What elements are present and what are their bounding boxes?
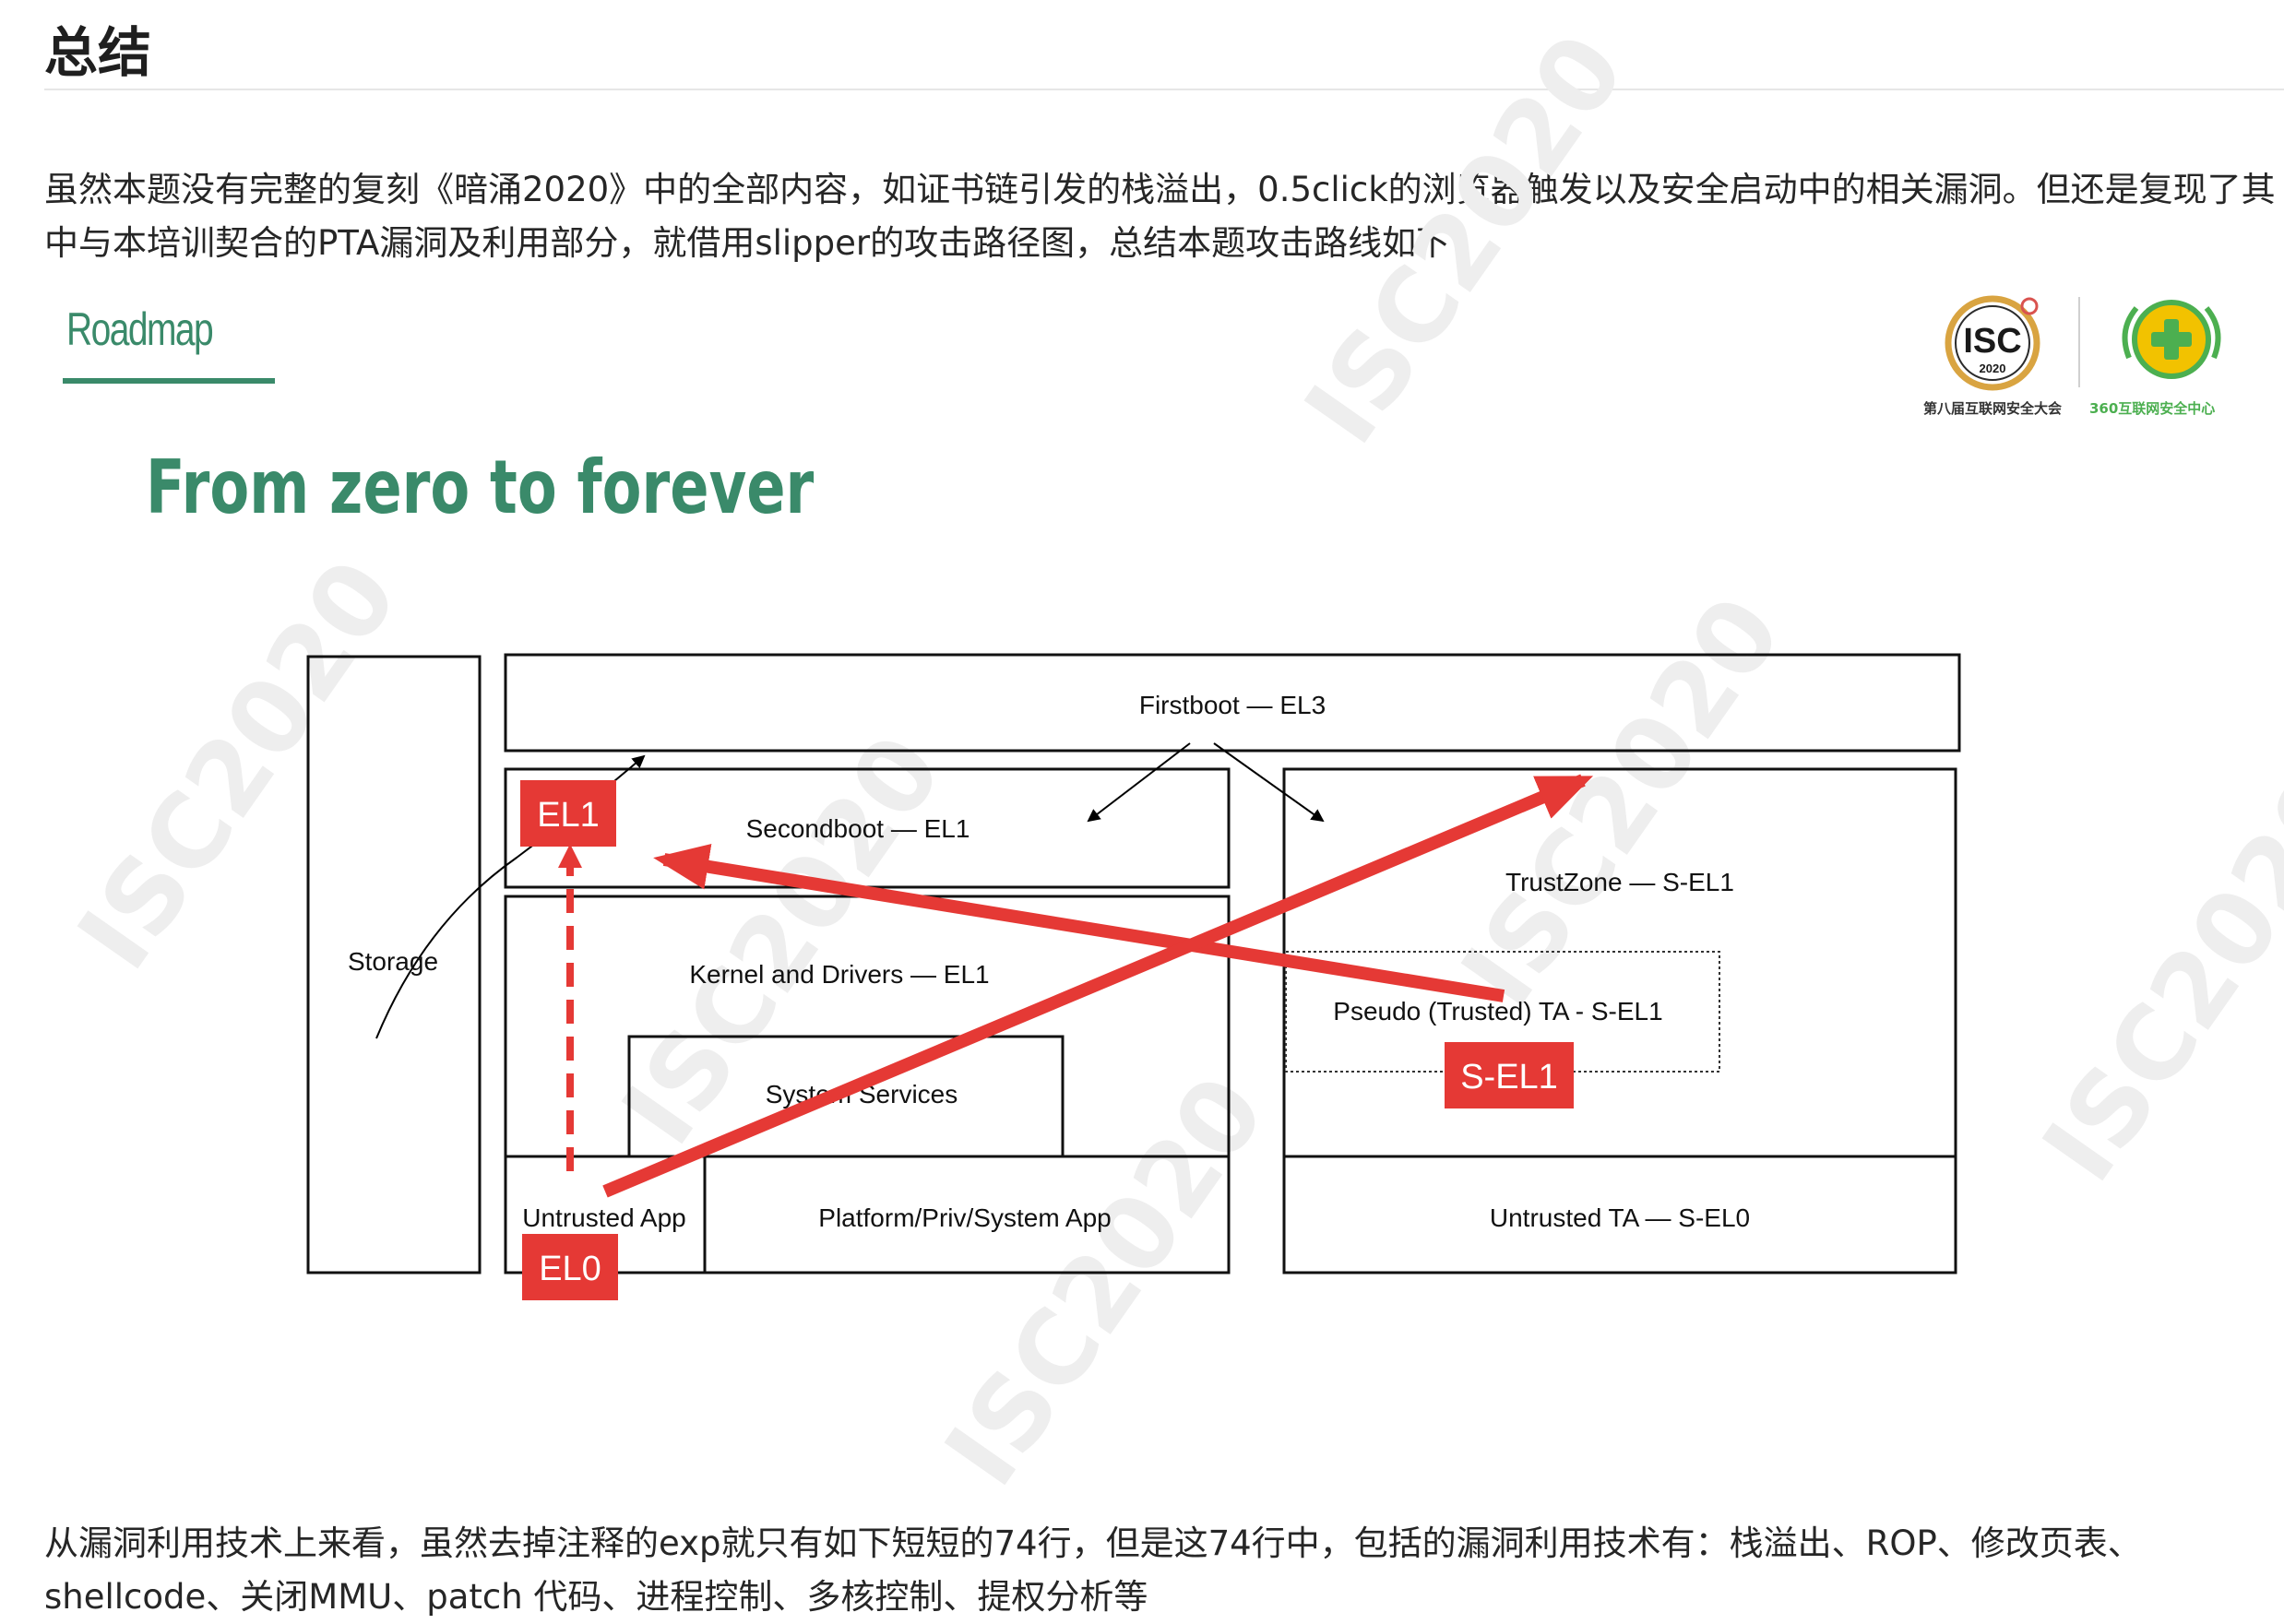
el0-badge-text: EL0 xyxy=(539,1250,601,1288)
360-logo xyxy=(2122,300,2221,379)
trustzone-label: TrustZone — S-EL1 xyxy=(1505,868,1734,896)
firstboot-label: Firstboot — EL3 xyxy=(1139,691,1326,719)
el1-badge xyxy=(520,780,616,847)
el0-badge xyxy=(522,1234,618,1300)
isc-logo: ISC 2020 xyxy=(1945,295,2040,391)
kernel-label: Kernel and Drivers — EL1 xyxy=(689,960,989,989)
storage-box xyxy=(306,655,482,1274)
el0-to-sel1-arrow xyxy=(602,774,1594,1198)
section-heading: 总结 xyxy=(44,21,152,84)
isc-logo-text: ISC xyxy=(1963,322,2021,361)
sel1-badge xyxy=(1445,1042,1574,1108)
intro-paragraph: 虽然本题没有完整的复刻《暗涌2020》中的全部内容，如证书链引发的栈溢出，0.5… xyxy=(44,170,2276,263)
el1-badge-text: EL1 xyxy=(537,796,600,835)
heading-divider xyxy=(44,89,2284,90)
pseudo-ta-label: Pseudo (Trusted) TA - S-EL1 xyxy=(1333,997,1662,1025)
isc-caption: 第八届互联网安全大会 xyxy=(1923,400,2063,417)
firstboot-to-trustzone-arrow xyxy=(1213,742,1325,823)
sel1-badge-text: S-EL1 xyxy=(1460,1058,1558,1096)
secondboot-label: Secondboot — EL1 xyxy=(746,814,970,843)
platform-app-label: Platform/Priv/System App xyxy=(818,1203,1111,1232)
untrusted-app-label: Untrusted App xyxy=(522,1203,685,1232)
platform-app-box xyxy=(703,1155,1231,1274)
trustzone-box xyxy=(1282,767,1957,1274)
360-caption: 360互联网安全中心 xyxy=(2089,400,2216,417)
sel1-to-el1-arrow xyxy=(653,844,1505,1002)
roadmap-underline xyxy=(63,378,275,384)
slide-title: From zero to forever xyxy=(146,445,815,530)
logo-separator xyxy=(2078,297,2080,387)
roadmap-label: Roadmap xyxy=(66,303,214,355)
outro-paragraph: 从漏洞利用技术上来看，虽然去掉注释的exp就只有如下短短的74行，但是这74行中… xyxy=(44,1523,2142,1617)
untrusted-ta-label: Untrusted TA — S-EL0 xyxy=(1490,1203,1750,1232)
attack-path-diagram: Storage Firstboot — EL3 Secondboot — EL1… xyxy=(306,653,1961,1300)
isc-logo-year: 2020 xyxy=(1980,362,2006,375)
firstboot-to-secondboot-arrow xyxy=(1087,742,1191,823)
storage-label: Storage xyxy=(348,947,438,976)
firstboot-box xyxy=(504,653,1961,753)
